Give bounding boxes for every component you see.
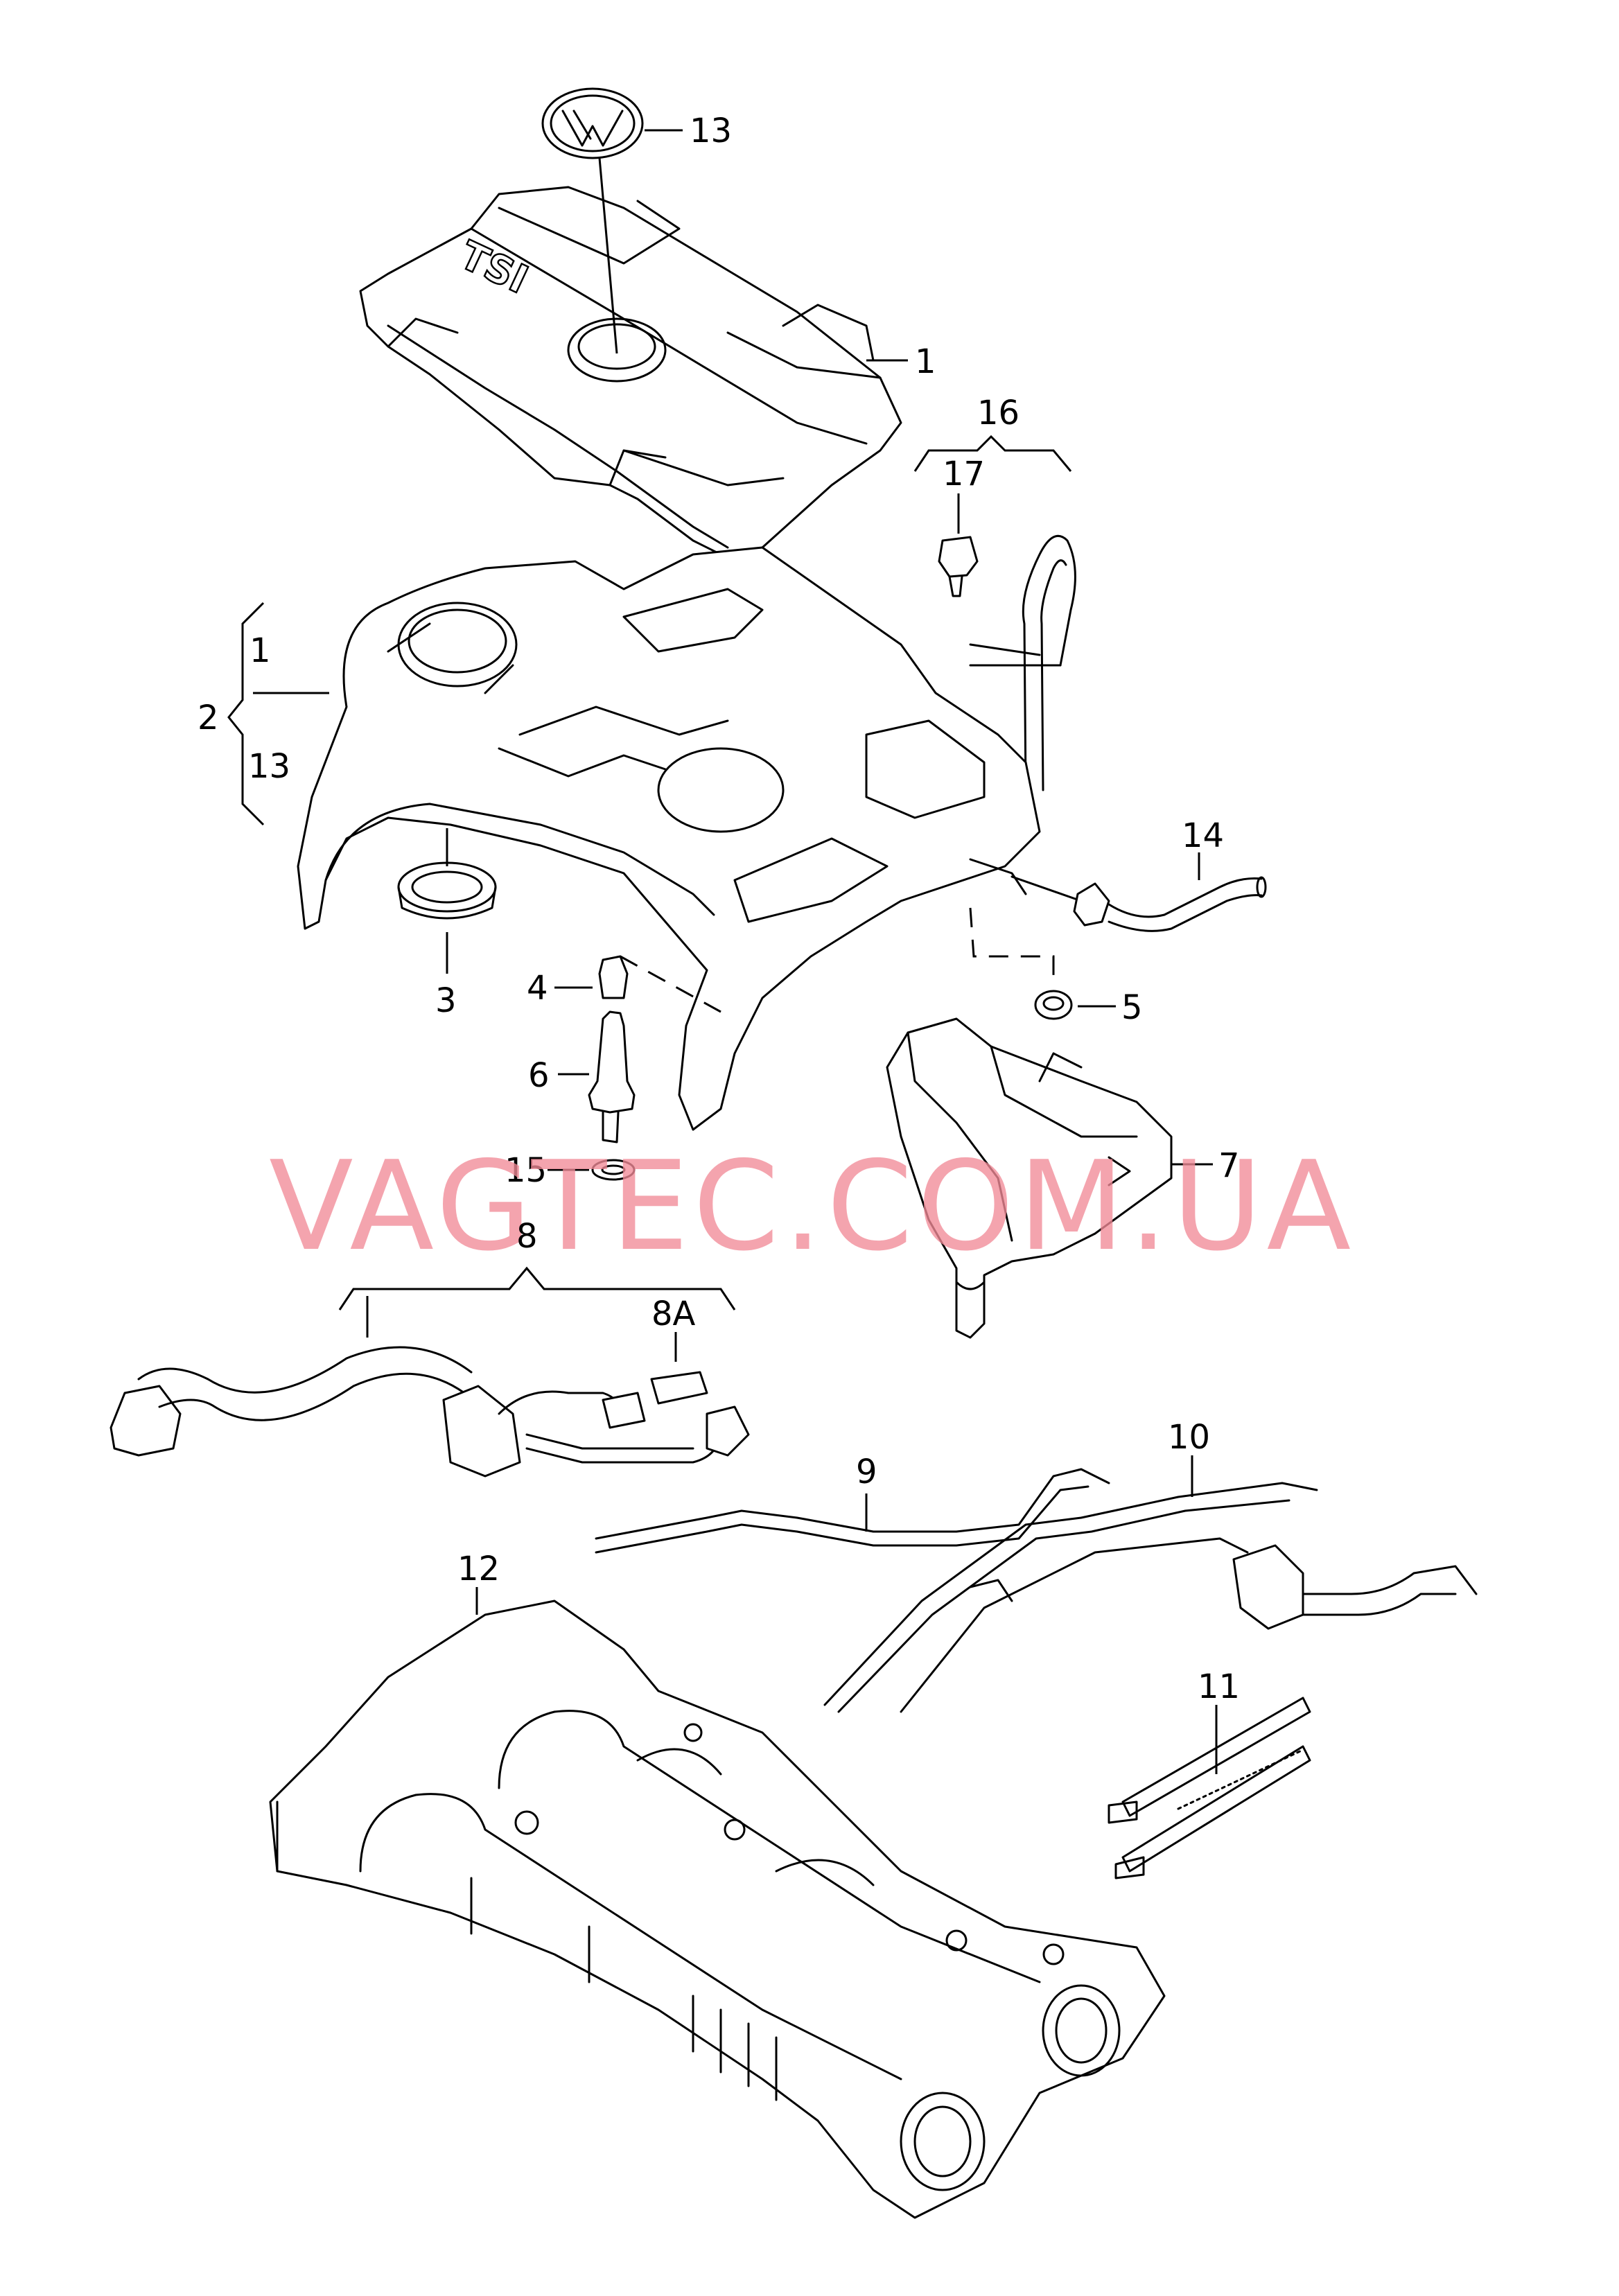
callout-17: 17 [943,455,985,493]
watermark-text: VAGTEC.COM.UA [269,1134,1355,1278]
washer-15 [591,1159,636,1181]
bracket-8 [338,1266,736,1311]
grommet-5 [1034,990,1073,1020]
callout-16: 16 [977,394,1019,432]
callout-3: 3 [435,981,457,1020]
callout-6: 6 [528,1056,550,1095]
clip-17 [938,536,979,597]
callout-10: 10 [1168,1418,1210,1457]
callout-8: 8 [516,1217,538,1256]
callout-14: 14 [1182,816,1224,855]
ball-stud-6 [588,1010,636,1143]
callout-7: 7 [1218,1146,1240,1185]
callout-4: 4 [527,969,548,1008]
callout-13-group: 13 [248,747,290,786]
vacuum-line-9 [595,1468,1110,1554]
callout-12: 12 [457,1550,500,1588]
callout-15: 15 [505,1151,547,1190]
callout-11: 11 [1198,1667,1240,1706]
callout-2: 2 [198,699,219,737]
grommet-3 [397,861,497,920]
callout-13-emblem: 13 [690,112,732,150]
bracket-2 [227,602,329,826]
vacuum-line-10-valve [823,1482,1478,1713]
breather-hose-8 [110,1346,750,1478]
engine-cover-top: TSI [359,186,902,563]
engine-cover-assembly [297,546,1041,1131]
callout-5: 5 [1121,988,1143,1027]
callout-9: 9 [856,1453,877,1491]
vw-emblem-icon [541,87,644,159]
callout-1-group: 1 [250,631,271,670]
nut-4 [598,955,629,999]
callout-8a: 8A [651,1295,696,1333]
intake-manifold-12 [269,1600,1166,2219]
vent-hose-14 [1010,875,1267,932]
bracket-7 [886,1017,1173,1339]
vent-hose-16 [969,534,1076,791]
bracket-16 [913,435,1072,472]
callout-1-top: 1 [915,342,936,381]
cable-ties-11 [1108,1697,1311,1879]
